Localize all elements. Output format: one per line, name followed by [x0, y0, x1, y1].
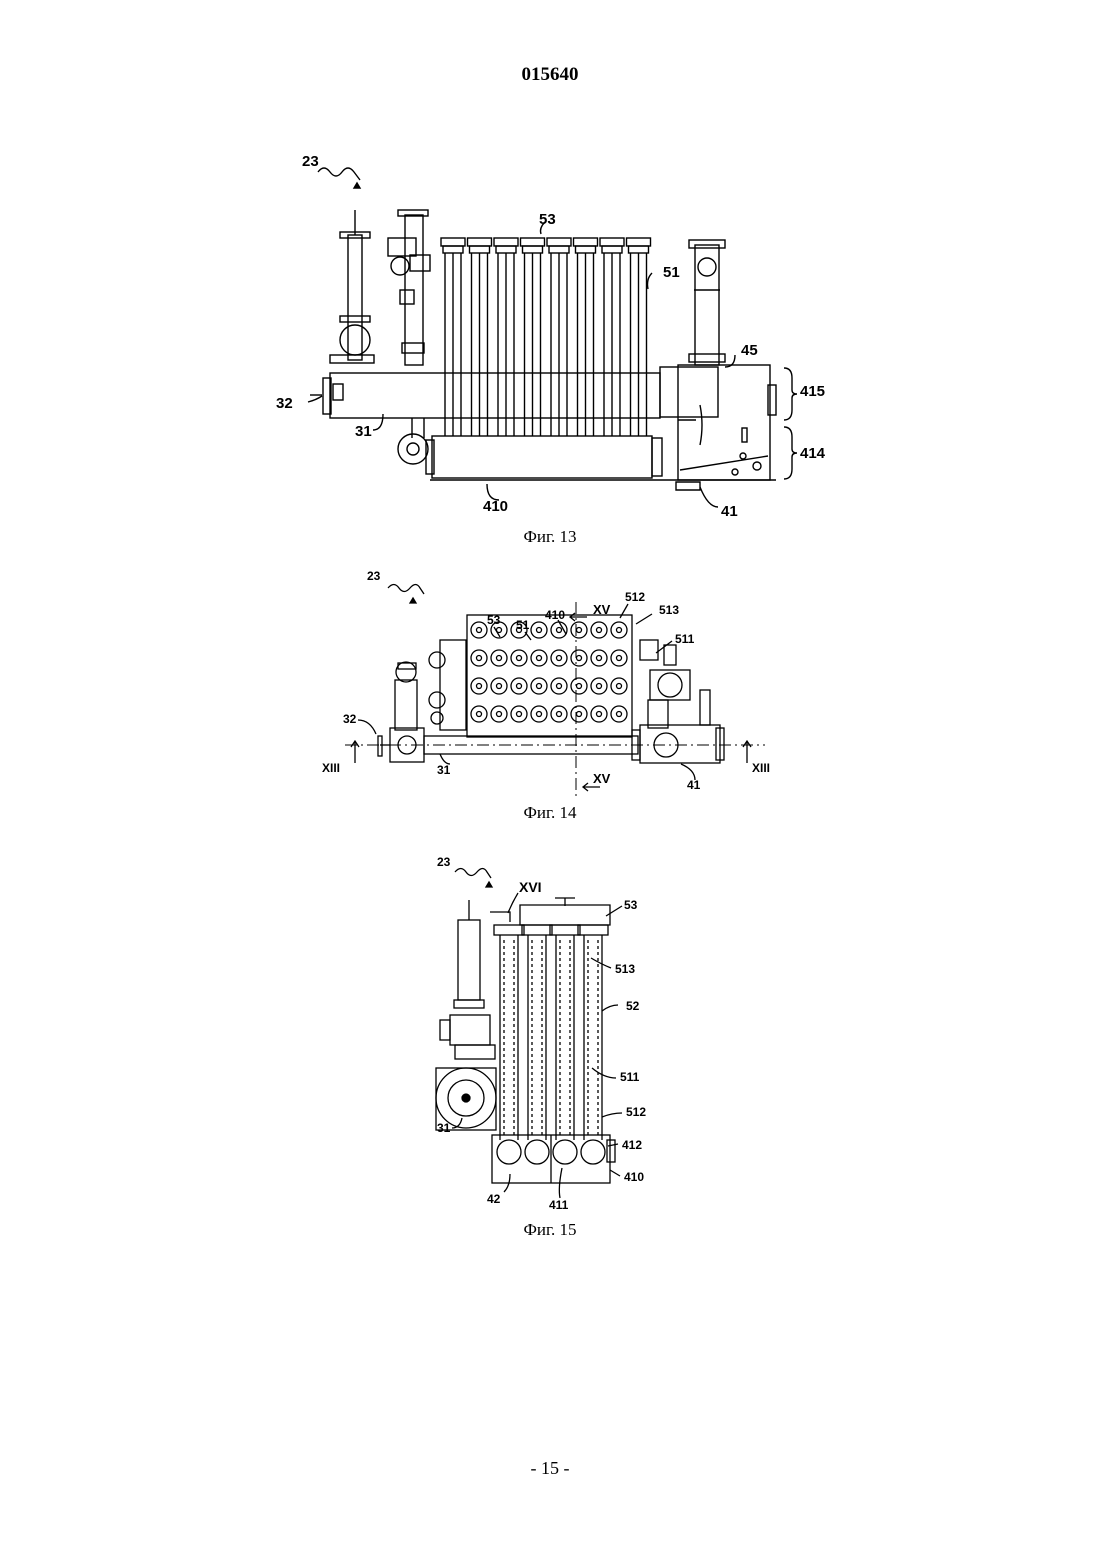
label-411: 411	[549, 1198, 569, 1212]
label-42: 42	[487, 1192, 501, 1206]
label-513: 513	[615, 962, 635, 976]
label-23: 23	[437, 855, 451, 869]
label-31: 31	[437, 1121, 451, 1135]
tube-52	[522, 925, 552, 1164]
tube-52	[550, 925, 580, 1164]
page-number: - 15 -	[0, 1458, 1100, 1479]
figure-15-caption: Фиг. 15	[0, 1220, 1100, 1240]
figure-15-drawing: 23 XVI 53 513 52 511 512 31 412 410 42 4…	[0, 0, 1100, 1230]
label-xvi: XVI	[519, 879, 542, 895]
label-53: 53	[624, 898, 638, 912]
label-511: 511	[620, 1070, 640, 1084]
label-512: 512	[626, 1105, 646, 1119]
tube-52	[494, 925, 524, 1164]
label-52: 52	[626, 999, 640, 1013]
label-412: 412	[622, 1138, 642, 1152]
label-410: 410	[624, 1170, 644, 1184]
tube-52	[578, 925, 608, 1164]
